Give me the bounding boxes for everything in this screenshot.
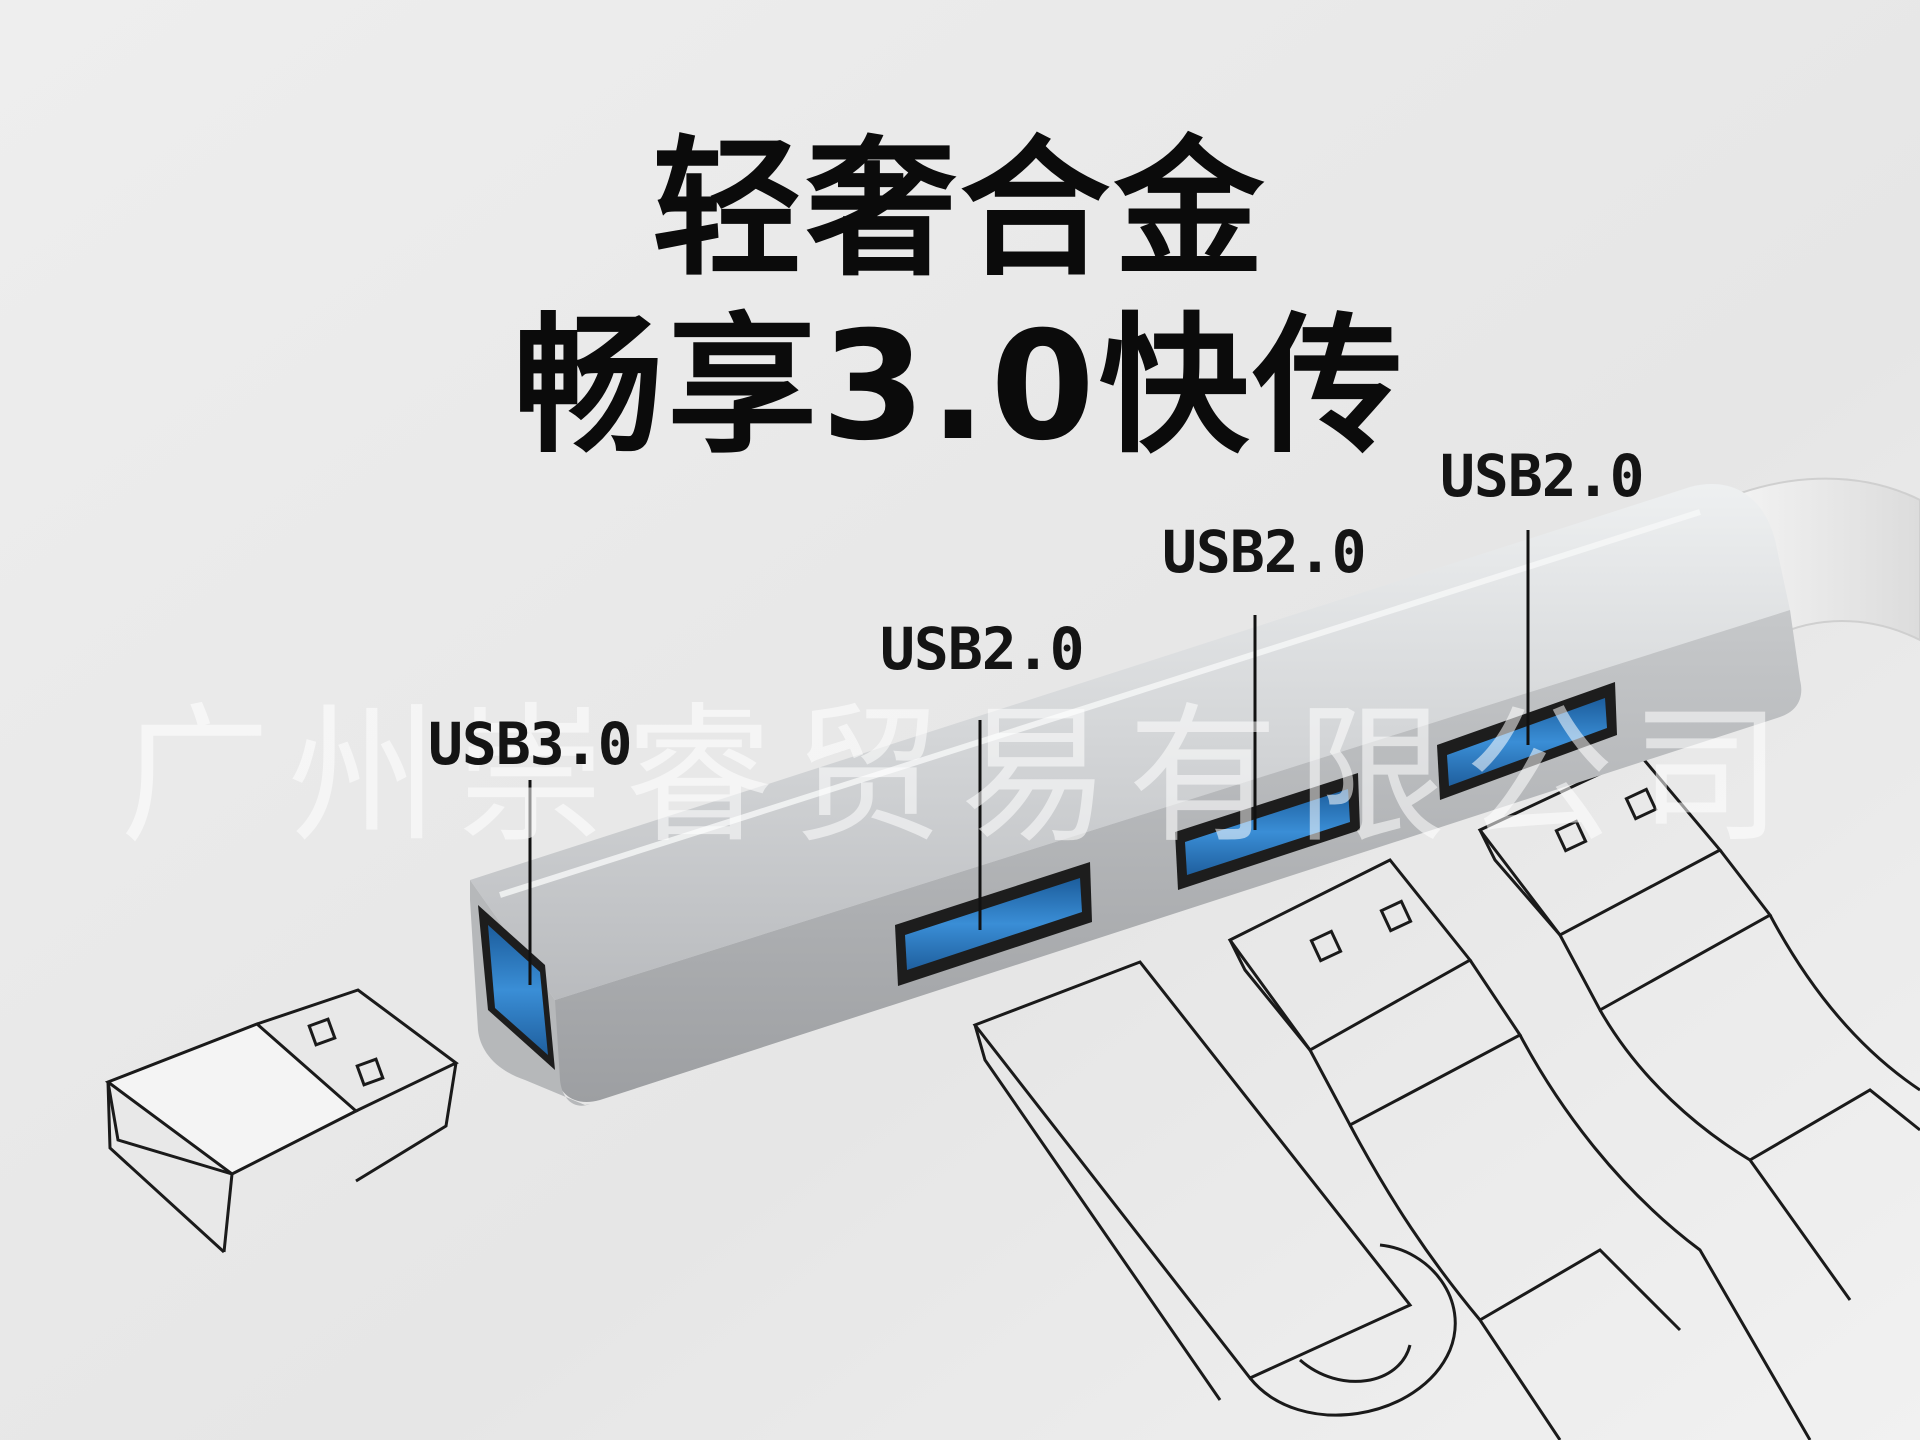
- headline-line-2: 畅享3.0快传: [513, 300, 1407, 474]
- usb-plug-line-art-left: [104, 988, 459, 1254]
- flash-drive-line-art: [972, 960, 1457, 1417]
- usb2-port-illustration-2: [1175, 773, 1360, 890]
- usb2-port-label-3: USB2.0: [1440, 442, 1645, 510]
- usb3-port-illustration: [478, 905, 555, 1070]
- usb2-port-illustration-1: [895, 862, 1092, 986]
- usb2-port-label-1: USB2.0: [880, 615, 1085, 683]
- usb-cable-line-art-right: [1477, 753, 1920, 1301]
- usb2-port-label-2: USB2.0: [1162, 518, 1367, 586]
- usb-cable-line-art-middle: [1227, 858, 1812, 1440]
- headline-line-1: 轻奢合金: [651, 123, 1268, 297]
- callout-lines: [528, 530, 1530, 985]
- usb3-port-label: USB3.0: [428, 710, 633, 778]
